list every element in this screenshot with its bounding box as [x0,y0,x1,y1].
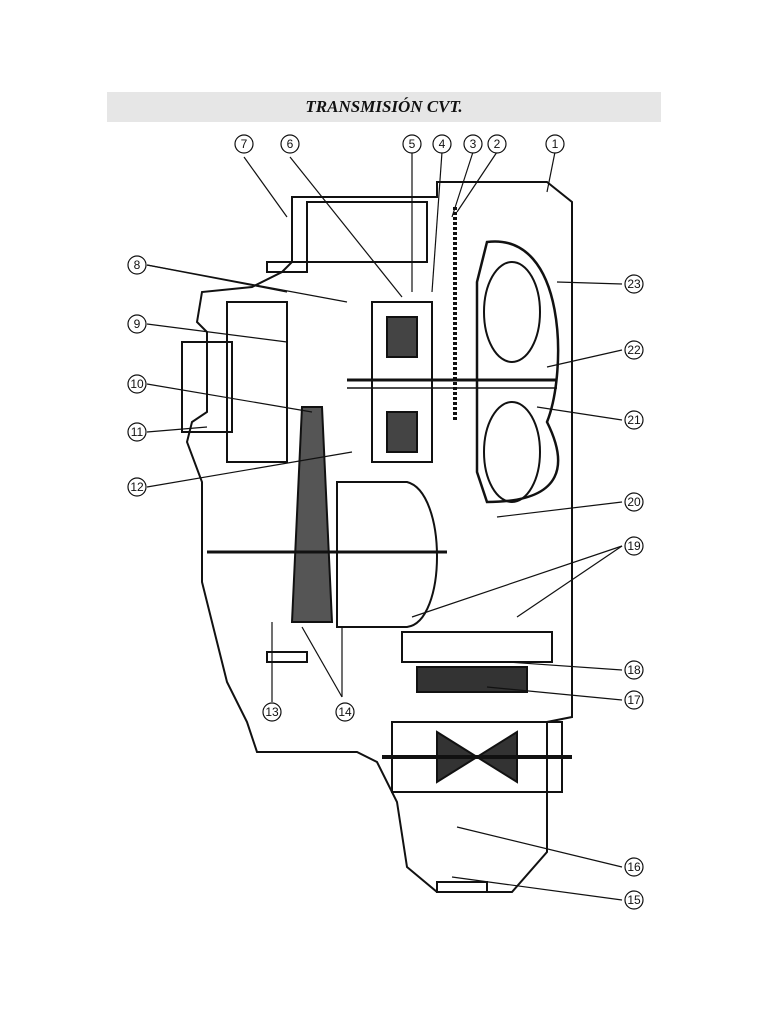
callout-17: 17 [624,690,644,710]
svg-text:22: 22 [627,343,641,357]
svg-text:18: 18 [627,663,641,677]
svg-text:13: 13 [265,705,279,719]
callout-9: 9 [127,314,147,334]
page-title: TRANSMISIÓN CVT. [305,97,463,116]
callout-20: 20 [624,492,644,512]
callout-2: 2 [487,134,507,154]
callout-15: 15 [624,890,644,910]
callout-12: 12 [127,477,147,497]
svg-text:12: 12 [130,480,144,494]
leader-lines [146,151,623,901]
callout-7: 7 [234,134,254,154]
svg-text:14: 14 [338,705,352,719]
callout-23: 23 [624,274,644,294]
svg-text:7: 7 [241,137,248,151]
housing-outline [181,181,573,893]
title-bar: TRANSMISIÓN CVT. [107,92,661,122]
callout-19: 19 [624,536,644,556]
cvt-cross-section-diagram: 1 2 3 4 5 6 7 8 9 10 11 12 [107,122,661,930]
callout-3: 3 [463,134,483,154]
svg-text:10: 10 [130,377,144,391]
cvt-drawing: 1 2 3 4 5 6 7 8 9 10 11 12 [127,134,644,910]
svg-text:1: 1 [552,137,559,151]
svg-text:17: 17 [627,693,641,707]
callout-labels: 1 2 3 4 5 6 7 8 9 10 11 12 [127,134,644,910]
callout-10: 10 [127,374,147,394]
callout-4: 4 [432,134,452,154]
callout-14: 14 [335,702,355,722]
svg-text:23: 23 [627,277,641,291]
callout-1: 1 [545,134,565,154]
svg-text:5: 5 [409,137,416,151]
svg-text:20: 20 [627,495,641,509]
callout-16: 16 [624,857,644,877]
svg-text:11: 11 [131,425,144,439]
svg-text:21: 21 [627,413,641,427]
callout-18: 18 [624,660,644,680]
svg-text:4: 4 [439,137,446,151]
svg-text:3: 3 [470,137,477,151]
svg-text:19: 19 [627,539,641,553]
svg-text:6: 6 [287,137,294,151]
svg-text:16: 16 [627,860,641,874]
callout-11: 11 [127,422,147,442]
callout-8: 8 [127,255,147,275]
svg-text:9: 9 [134,317,141,331]
callout-22: 22 [624,340,644,360]
svg-text:8: 8 [134,258,141,272]
svg-text:2: 2 [494,137,501,151]
callout-5: 5 [402,134,422,154]
callout-21: 21 [624,410,644,430]
svg-text:15: 15 [627,893,641,907]
callout-13: 13 [262,702,282,722]
callout-6: 6 [280,134,300,154]
